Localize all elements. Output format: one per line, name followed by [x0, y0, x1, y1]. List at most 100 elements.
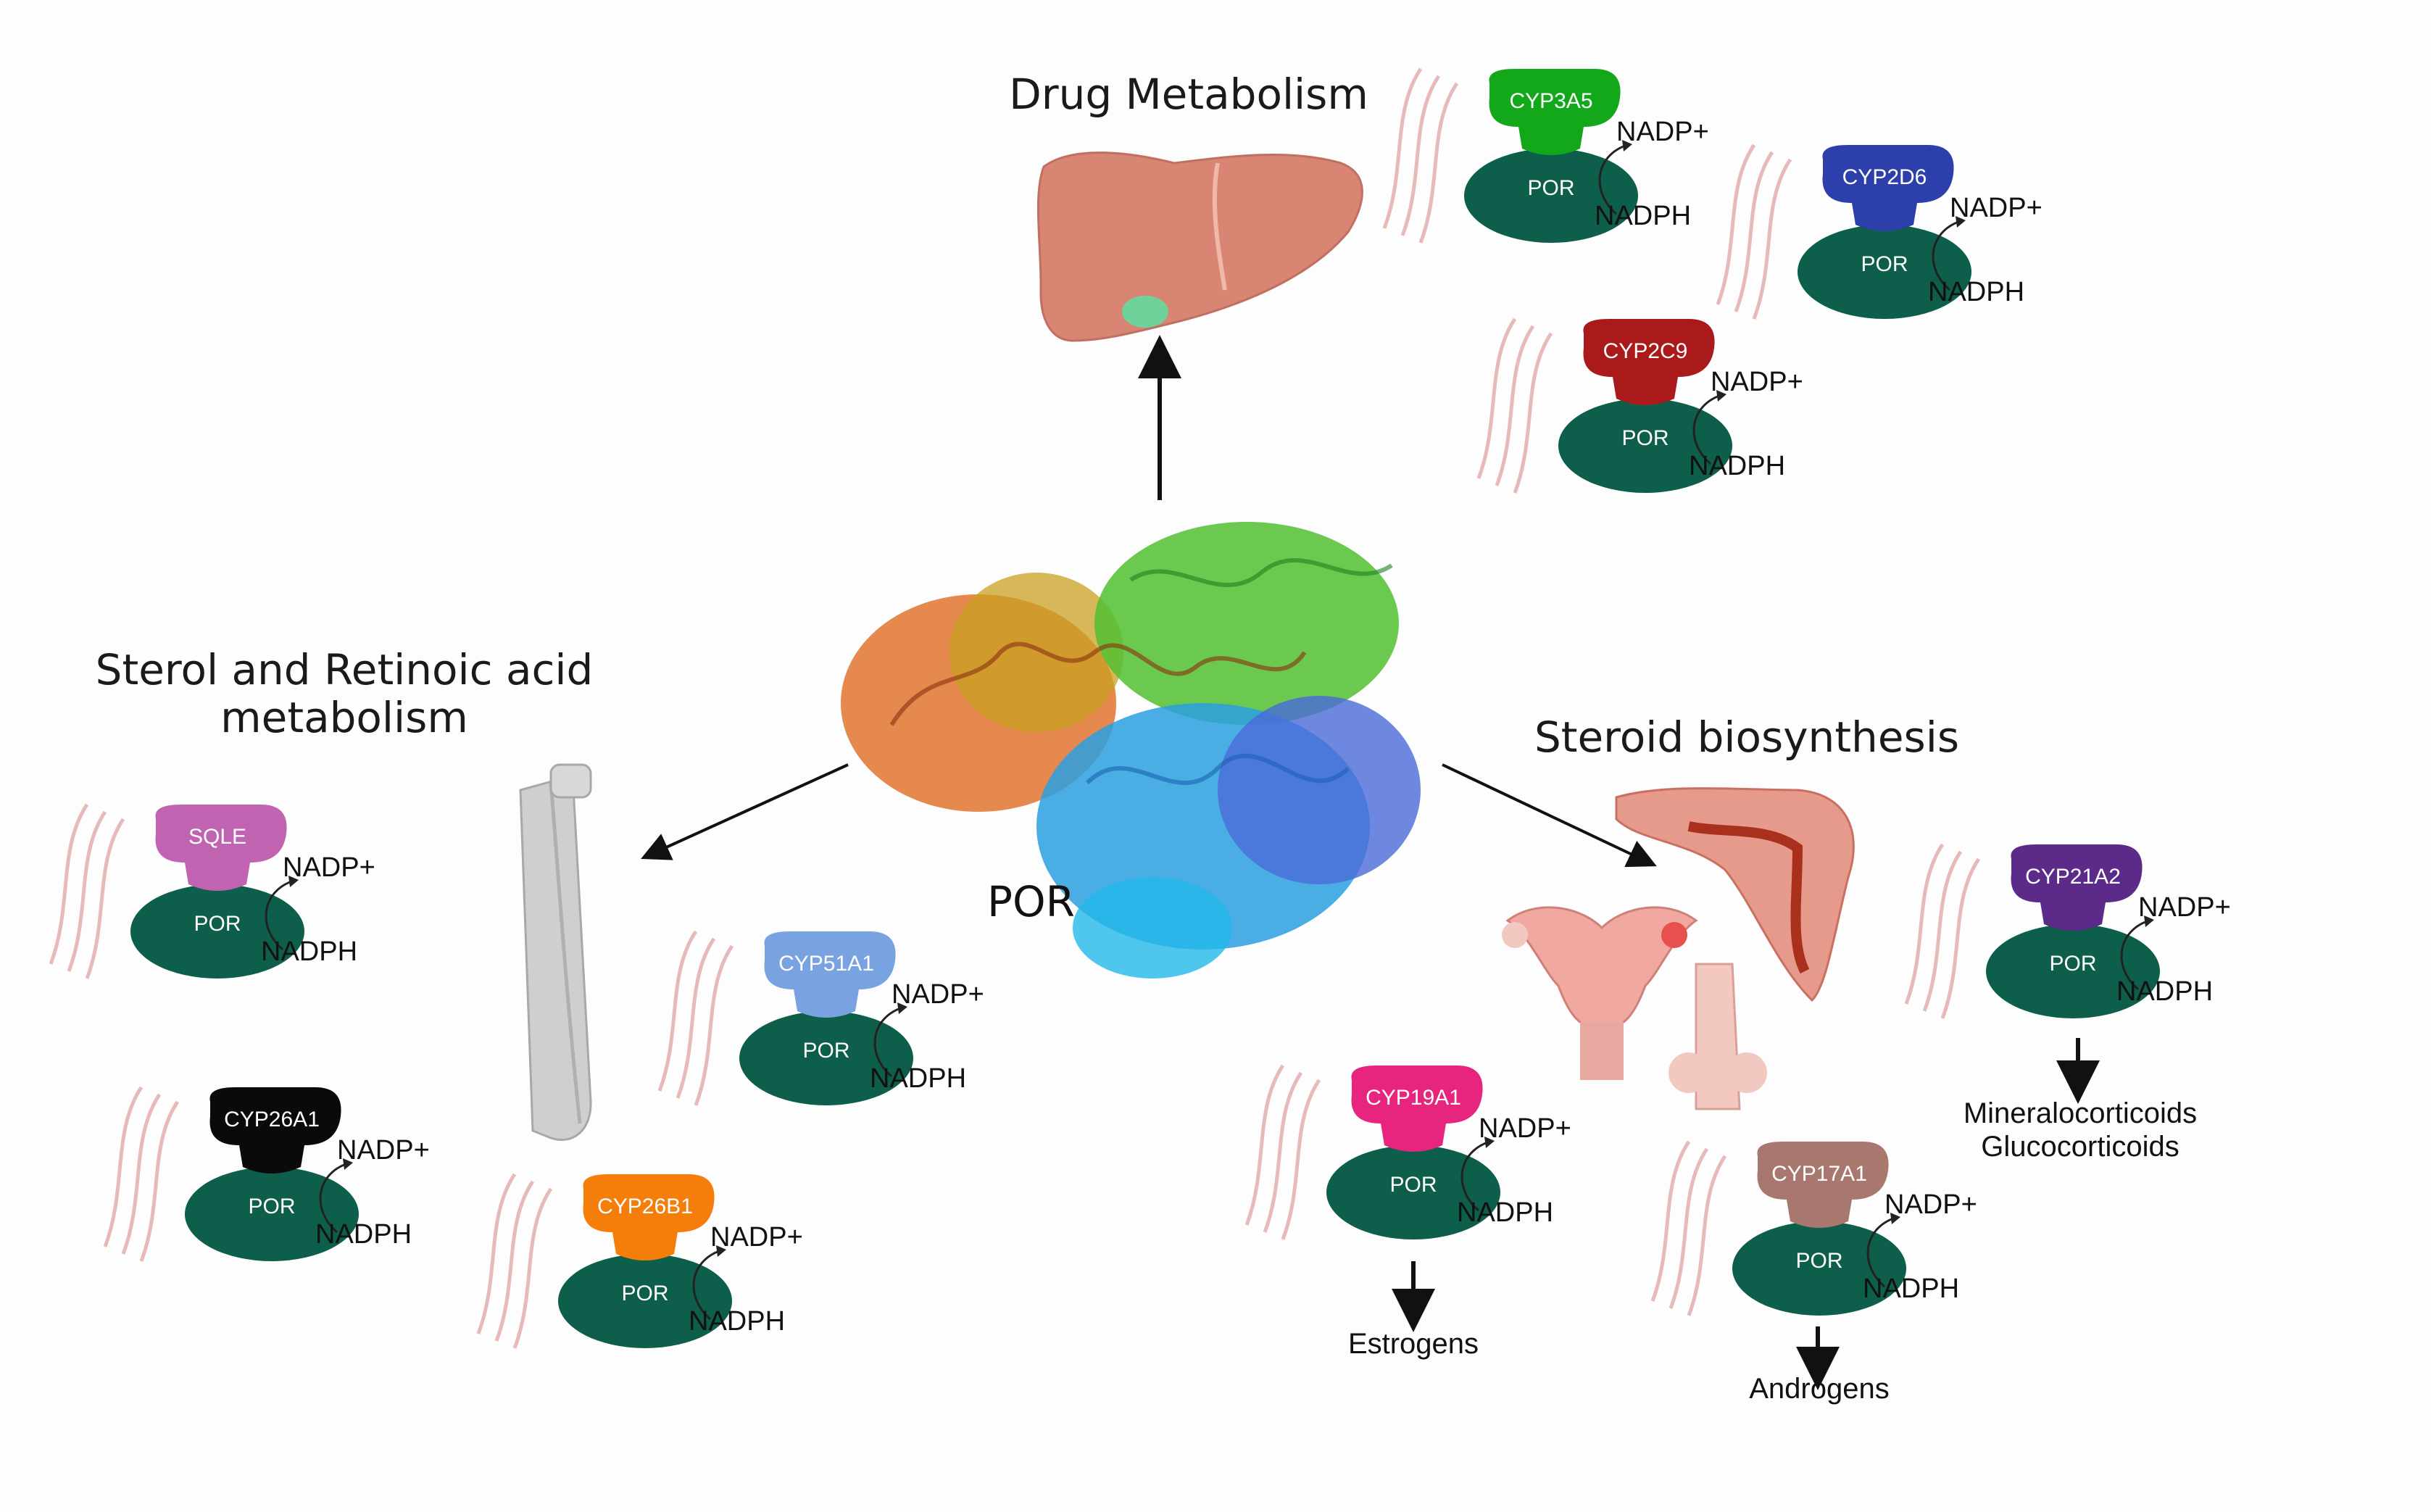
por-label: POR [1527, 176, 1575, 200]
er-membrane-icon [1904, 843, 1981, 1019]
bone-illustration [519, 763, 592, 1142]
por-label: POR [1389, 1173, 1437, 1197]
nadph-label: NADPH [2116, 976, 2214, 1007]
enzyme-unit-cyp2c9: CYP2C9 POR NADP+ NADPH [1471, 317, 1812, 507]
nadph-label: NADPH [1457, 1197, 1554, 1228]
er-membrane-icon [476, 1173, 553, 1349]
er-membrane-icon [1716, 144, 1792, 320]
cyp-label: CYP21A2 [2025, 865, 2121, 889]
arrowhead-icon [1716, 390, 1726, 402]
nadph-label: NADPH [315, 1219, 412, 1250]
enzyme-unit-cyp17a1: CYP17A1 POR NADP+ NADPH [1645, 1140, 1986, 1330]
nadph-to-nadp-arrow [1460, 1140, 1490, 1212]
unit-graphic [1382, 67, 1638, 244]
cyp-label: CYP26B1 [597, 1195, 693, 1218]
liver-illustration [1036, 151, 1363, 342]
reproductive-organs-illustration [1502, 787, 1855, 1110]
enzyme-unit-cyp21a2: CYP21A2 POR NADP+ NADPH [1899, 843, 2240, 1033]
por-label: POR [1621, 426, 1669, 450]
por-label: POR [621, 1282, 669, 1305]
nadph-label: NADPH [870, 1063, 967, 1094]
cyp-label: CYP51A1 [778, 952, 874, 976]
enzyme-unit-cyp2d6: CYP2D6 POR NADP+ NADPH [1711, 144, 2051, 333]
enzyme-unit-sqle: SQLE POR NADP+ NADPH [43, 803, 384, 993]
nadph-label: NADPH [1689, 451, 1786, 481]
arrowhead-icon [897, 1002, 907, 1014]
er-membrane-icon [1382, 67, 1459, 244]
arrow-to-reproductive [1442, 763, 1657, 868]
cyp-label: SQLE [188, 825, 247, 849]
nadp-plus-label: NADP+ [1711, 367, 1803, 397]
androgens-label: Androgens [1749, 1373, 1890, 1405]
por-label: POR [2049, 952, 2097, 976]
enzyme-unit-cyp26a1: CYP26A1 POR NADP+ NADPH [98, 1086, 439, 1276]
nadp-plus-label: NADP+ [1884, 1189, 1977, 1220]
nadph-to-nadp-arrow [2120, 919, 2150, 991]
sterol-title-line1: Sterol and Retinoic acid [95, 645, 594, 694]
arrowhead-icon [2144, 915, 2154, 927]
nadp-plus-label: NADP+ [337, 1135, 430, 1166]
nadp-plus-label: NADP+ [710, 1222, 803, 1253]
por-label: POR [194, 912, 241, 936]
por-center-label: POR [987, 877, 1075, 926]
nadph-label: NADPH [1863, 1274, 1960, 1304]
er-membrane-icon [657, 930, 734, 1106]
arrowhead-icon [343, 1158, 353, 1170]
glucocorticoids-label: Glucocorticoids [1981, 1131, 2179, 1163]
nadph-label: NADPH [261, 936, 358, 967]
arrowhead-icon [1890, 1213, 1900, 1224]
mineralocorticoids-label: Mineralocorticoids [1963, 1097, 2198, 1129]
nadph-to-nadp-arrow [1598, 144, 1628, 215]
drug-metabolism-title: Drug Metabolism [1009, 70, 1368, 119]
nadph-to-nadp-arrow [692, 1249, 722, 1321]
cyp-shape [1489, 69, 1621, 155]
arrowhead-icon [1956, 216, 1966, 228]
cyp-label: CYP2C9 [1603, 339, 1688, 363]
cyp-label: CYP26A1 [224, 1108, 320, 1131]
por-label: POR [802, 1039, 850, 1063]
enzyme-unit-cyp3a5: CYP3A5 POR NADP+ NADPH [1377, 67, 1718, 257]
por-label: POR [248, 1195, 296, 1218]
er-membrane-icon [1650, 1140, 1727, 1316]
nadph-to-nadp-arrow [265, 879, 294, 951]
cyp-label: CYP2D6 [1842, 165, 1927, 189]
nadph-to-nadp-arrow [1932, 220, 1961, 291]
estrogens-label: Estrogens [1347, 1328, 1479, 1360]
nadp-plus-label: NADP+ [892, 979, 984, 1010]
steroid-biosynthesis-title: Steroid biosynthesis [1534, 713, 1960, 762]
arrowhead-icon [1484, 1137, 1495, 1148]
nadp-plus-label: NADP+ [2138, 892, 2231, 923]
nadph-to-nadp-arrow [319, 1162, 349, 1234]
nadph-to-nadp-arrow [873, 1006, 903, 1078]
por-shape [1464, 149, 1638, 243]
arrowhead-icon [1622, 140, 1632, 151]
cyp-label: CYP3A5 [1509, 89, 1593, 113]
nadph-to-nadp-arrow [1692, 394, 1722, 465]
cyp-label: CYP17A1 [1771, 1162, 1867, 1186]
nadph-label: NADPH [689, 1306, 786, 1337]
nadph-label: NADPH [1595, 201, 1692, 231]
por-protein-structure [841, 522, 1421, 979]
nadp-plus-label: NADP+ [1616, 117, 1709, 147]
arrow-to-bone [641, 763, 849, 860]
por-label: POR [1795, 1249, 1843, 1273]
nadp-plus-label: NADP+ [1950, 193, 2043, 223]
enzyme-unit-cyp26b1: CYP26B1 POR NADP+ NADPH [471, 1173, 812, 1363]
enzyme-unit-cyp51a1: CYP51A1 POR NADP+ NADPH [652, 930, 993, 1120]
er-membrane-icon [49, 803, 125, 979]
arrowhead-icon [716, 1245, 726, 1257]
nadp-plus-label: NADP+ [1479, 1113, 1571, 1144]
nadph-to-nadp-arrow [1866, 1216, 1896, 1288]
nadph-label: NADPH [1928, 277, 2025, 307]
sterol-title-line2: metabolism [220, 693, 468, 742]
er-membrane-icon [1244, 1064, 1321, 1240]
arrowhead-icon [288, 876, 299, 887]
cyp-label: CYP19A1 [1366, 1086, 1461, 1110]
er-membrane-icon [103, 1086, 180, 1262]
er-membrane-icon [1476, 317, 1553, 494]
enzyme-unit-cyp19a1: CYP19A1 POR NADP+ NADPH [1239, 1064, 1580, 1254]
por-label: POR [1861, 252, 1908, 276]
nadp-plus-label: NADP+ [283, 852, 375, 883]
